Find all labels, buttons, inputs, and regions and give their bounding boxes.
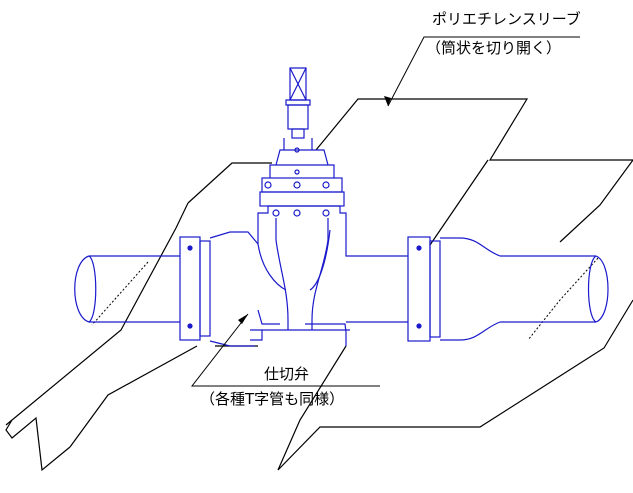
left-pipe-end [74,255,97,323]
valve-stem-cap [287,104,309,130]
valve-leader-arrow [238,314,248,324]
sleeve-title-label: ポリエチレンスリーブ [432,10,581,28]
valve-title-label: 仕切弁 [264,365,310,383]
leader-lines [190,36,580,387]
sleeve-fold-lines [91,257,599,341]
left-pipe [89,255,180,323]
right-pipe [500,255,596,323]
sleeve-leader-arrow [384,96,391,106]
valve-note-label: （各種T字管も同様） [200,390,345,408]
valve-bonnet-flange [259,191,345,207]
leader-arrows [238,96,391,324]
valve-leader [190,313,380,387]
valve-assembly [74,67,609,347]
sleeve-leader [387,36,580,107]
sleeve-note-label: （筒状を切り開く） [426,39,562,57]
valve-body [257,205,408,257]
right-pipe-end [587,255,609,323]
sleeve-outline [5,98,633,472]
